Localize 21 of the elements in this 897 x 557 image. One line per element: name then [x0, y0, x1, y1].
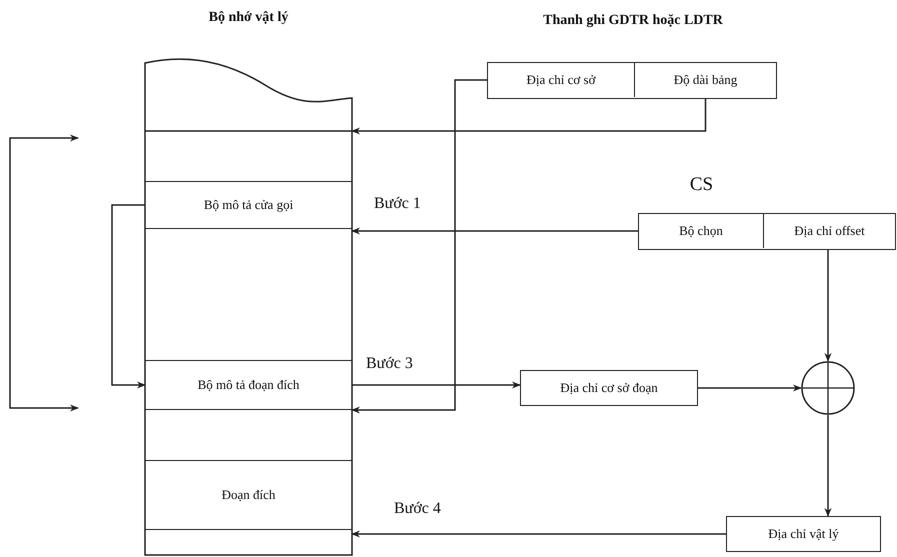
- register-field: Độ dài bảng: [635, 63, 776, 97]
- arrow: [352, 381, 521, 389]
- memory-row: Bộ mô tả đoạn đích: [145, 360, 352, 410]
- memory-row: Bộ mô tả cửa gọi: [145, 181, 352, 229]
- arrow: [351, 79, 488, 414]
- arrow: [351, 97, 706, 135]
- arrow: [111, 204, 146, 389]
- arrow: [824, 248, 832, 362]
- register-field: Bộ chọn: [639, 214, 764, 248]
- heading: Bộ nhớ vật lý: [208, 10, 290, 26]
- memory-row: Đoạn đích: [145, 460, 352, 530]
- arrow: [351, 227, 639, 235]
- heading: Thanh ghi GDTR hoặc LDTR: [542, 13, 724, 29]
- arrow: [351, 530, 726, 538]
- process-box: Địa chỉ vật lý: [726, 516, 881, 552]
- register-field: Địa chỉ offset: [764, 214, 895, 248]
- arrow: [698, 384, 802, 392]
- process-box: Địa chỉ cơ sở đoạn: [520, 370, 698, 406]
- register-field: Địa chỉ cơ sở: [488, 63, 635, 97]
- heading: CS: [688, 174, 714, 196]
- arrow: [824, 415, 832, 517]
